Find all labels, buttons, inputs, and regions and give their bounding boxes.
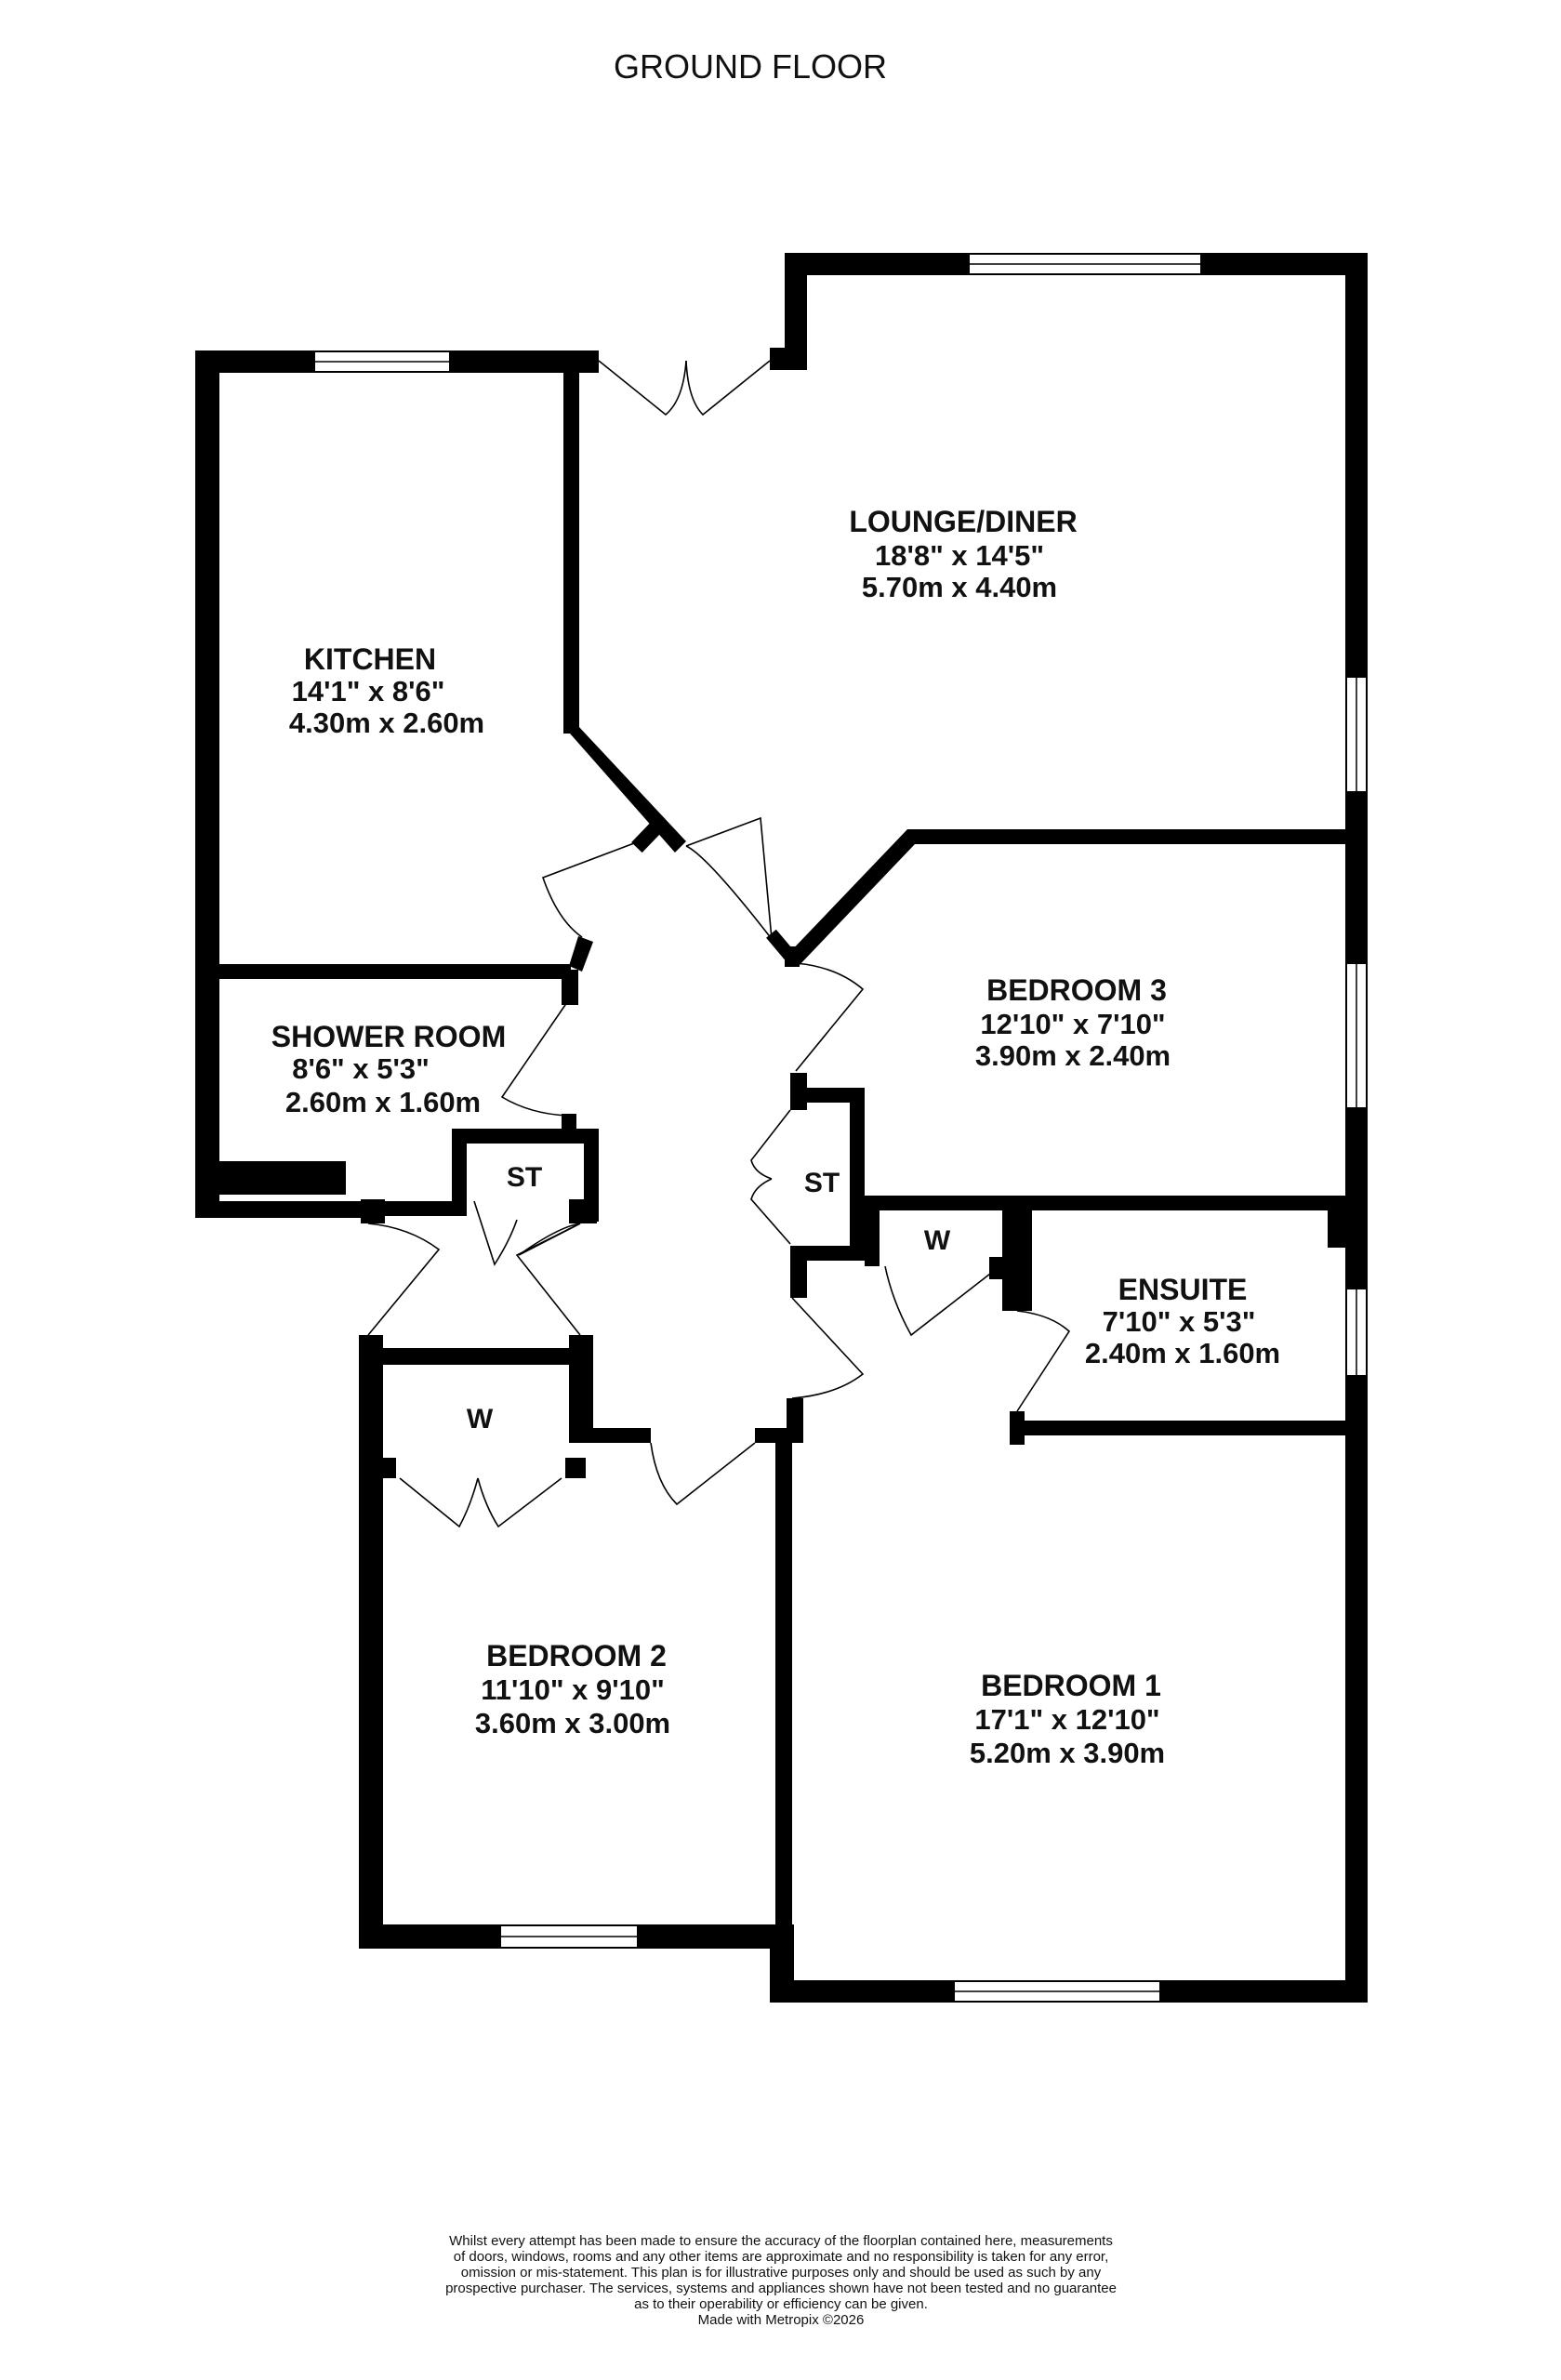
disclaimer: Whilst every attempt has been made to en… xyxy=(353,2233,1209,2328)
walls xyxy=(195,253,1368,2003)
room-imperial: 17'1" x 12'10" xyxy=(974,1703,1159,1736)
room-metric: 5.20m x 3.90m xyxy=(970,1737,1165,1769)
disclaimer-line: of doors, windows, rooms and any other i… xyxy=(453,2249,1109,2265)
room-name: LOUNGE/DINER xyxy=(849,505,1077,538)
room-metric: 4.30m x 2.60m xyxy=(289,707,484,739)
room-imperial: 14'1" x 8'6" xyxy=(292,675,445,707)
room-metric: 3.90m x 2.40m xyxy=(975,1039,1171,1072)
store-label-2: ST xyxy=(804,1168,840,1198)
room-imperial: 11'10" x 9'10" xyxy=(481,1673,665,1706)
floor-title: GROUND FLOOR xyxy=(614,47,887,86)
room-bedroom-2: BEDROOM 2 11'10" x 9'10" 3.60m x 3.00m xyxy=(475,1639,670,1739)
room-imperial: 8'6" x 5'3" xyxy=(292,1052,430,1085)
room-name: KITCHEN xyxy=(304,642,436,676)
room-name: BEDROOM 2 xyxy=(486,1639,667,1673)
disclaimer-line: Whilst every attempt has been made to en… xyxy=(449,2233,1113,2249)
room-imperial: 7'10" x 5'3" xyxy=(1103,1305,1256,1338)
store-label-1: ST xyxy=(507,1162,542,1193)
disclaimer-credit: Made with Metropix ©2026 xyxy=(697,2312,865,2328)
disclaimer-line: prospective purchaser. The services, sys… xyxy=(445,2281,1117,2296)
room-metric: 2.40m x 1.60m xyxy=(1085,1337,1280,1369)
disclaimer-line: omission or mis-statement. This plan is … xyxy=(460,2265,1102,2281)
room-shower-room: SHOWER ROOM 8'6" x 5'3" 2.60m x 1.60m xyxy=(271,1020,506,1118)
room-kitchen: KITCHEN 14'1" x 8'6" 4.30m x 2.60m xyxy=(289,642,484,739)
room-metric: 3.60m x 3.00m xyxy=(475,1707,670,1739)
room-bedroom-3: BEDROOM 3 12'10" x 7'10" 3.90m x 2.40m xyxy=(975,973,1171,1072)
room-bedroom-1: BEDROOM 1 17'1" x 12'10" 5.20m x 3.90m xyxy=(970,1669,1165,1769)
room-ensuite: ENSUITE 7'10" x 5'3" 2.40m x 1.60m xyxy=(1085,1273,1280,1369)
room-metric: 5.70m x 4.40m xyxy=(862,571,1057,603)
room-metric: 2.60m x 1.60m xyxy=(285,1086,481,1118)
room-name: SHOWER ROOM xyxy=(271,1020,506,1053)
wardrobe-label-1: W xyxy=(467,1404,494,1435)
room-name: BEDROOM 3 xyxy=(986,973,1167,1007)
door-swings xyxy=(367,360,1071,1528)
windows xyxy=(313,253,1368,2003)
wardrobe-label-2: W xyxy=(924,1225,951,1256)
room-name: ENSUITE xyxy=(1118,1273,1248,1306)
room-imperial: 18'8" x 14'5" xyxy=(875,539,1044,572)
room-imperial: 12'10" x 7'10" xyxy=(980,1008,1165,1040)
room-name: BEDROOM 1 xyxy=(981,1669,1161,1702)
disclaimer-line: as to their operability or efficiency ca… xyxy=(634,2296,928,2312)
room-lounge-diner: LOUNGE/DINER 18'8" x 14'5" 5.70m x 4.40m xyxy=(849,505,1077,603)
